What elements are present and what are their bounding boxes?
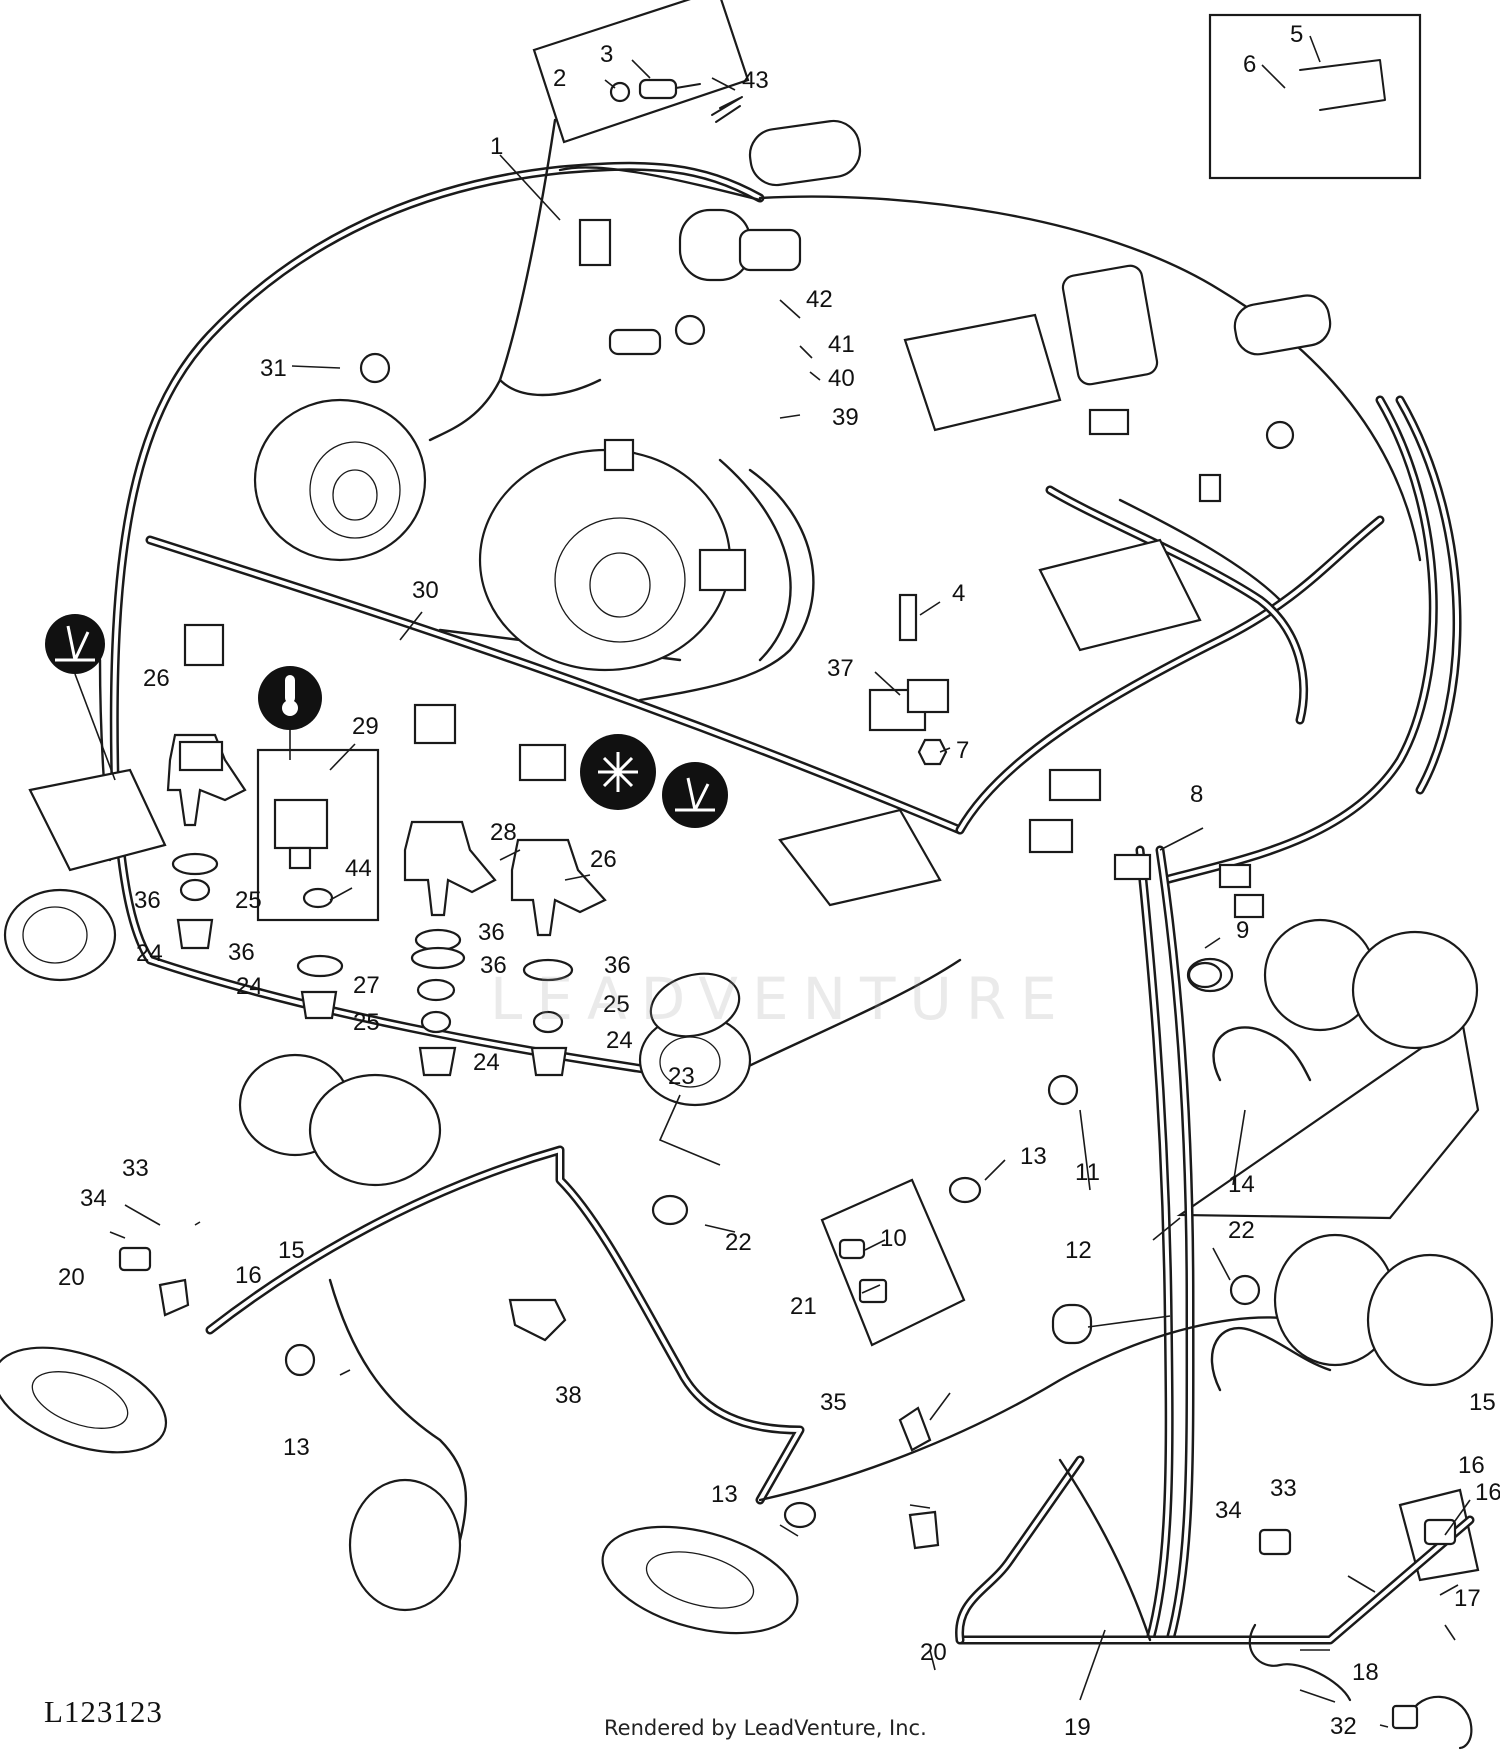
callout-1: 1 — [490, 133, 503, 160]
callout-25: 25 — [235, 887, 262, 914]
fan-symbol — [580, 734, 656, 810]
callout-10: 10 — [880, 1225, 907, 1252]
callout-39: 39 — [832, 404, 859, 431]
callout-35: 35 — [820, 1389, 847, 1416]
callout-14: 14 — [1228, 1171, 1255, 1198]
inset-box-bolt — [1398, 1488, 1480, 1582]
callout-26b: 26 — [590, 846, 617, 873]
callout-18: 18 — [1352, 1659, 1379, 1686]
callout-33b: 33 — [1270, 1475, 1297, 1502]
callout-34: 34 — [80, 1185, 107, 1212]
callout-32: 32 — [1330, 1713, 1357, 1740]
callout-7: 7 — [956, 737, 969, 764]
callout-26: 26 — [143, 665, 170, 692]
callout-25c: 25 — [603, 991, 630, 1018]
switch-hardware — [609, 78, 743, 123]
callout-28: 28 — [490, 819, 517, 846]
callout-38: 38 — [555, 1382, 582, 1409]
callout-30: 30 — [412, 577, 439, 604]
callout-22: 22 — [1228, 1217, 1255, 1244]
callout-24b: 24 — [236, 973, 263, 1000]
wiper-symbol — [45, 614, 116, 781]
switch-assemblies — [166, 733, 607, 1077]
callout-13c: 13 — [711, 1481, 738, 1508]
callout-44: 44 — [345, 855, 372, 882]
temperature-symbol — [258, 666, 322, 760]
drawing-number: L123123 — [44, 1694, 163, 1729]
roof-harness — [109, 118, 1462, 885]
inset-box-temperature-switch — [256, 748, 380, 922]
inset-box-headlight-right — [1176, 1018, 1480, 1220]
crossbar-connectors — [183, 438, 1074, 854]
callout-23: 23 — [668, 1063, 695, 1090]
callout-22b: 22 — [725, 1229, 752, 1256]
callout-43: 43 — [742, 67, 769, 94]
callout-20b: 20 — [920, 1639, 947, 1666]
render-credit: Rendered by LeadVenture, Inc. — [604, 1716, 927, 1740]
callout-20: 20 — [58, 1264, 85, 1291]
callout-21: 21 — [790, 1293, 817, 1320]
callout-2: 2 — [553, 65, 566, 92]
misc-hardware — [118, 961, 1473, 1750]
callout-41: 41 — [828, 331, 855, 358]
callout-40: 40 — [828, 365, 855, 392]
callout-34b: 34 — [1215, 1497, 1242, 1524]
callout-15b: 15 — [1469, 1389, 1496, 1416]
callout-37: 37 — [827, 655, 854, 682]
callout-11: 11 — [1075, 1159, 1100, 1186]
callout-9: 9 — [1236, 917, 1249, 944]
relay-assembly — [1299, 59, 1386, 111]
callout-19: 19 — [1064, 1714, 1091, 1741]
callout-8: 8 — [1190, 781, 1203, 808]
watermark: LEADVENTURE — [490, 965, 1071, 1033]
callout-12: 12 — [1065, 1237, 1092, 1264]
left-work-lights — [0, 768, 799, 1635]
cab-post-harness — [955, 845, 1475, 1645]
callout-36b: 36 — [228, 939, 255, 966]
inset-box-relay — [1208, 13, 1422, 180]
rear-lamp-harness — [205, 1145, 1302, 1542]
leader-lines — [109, 35, 1471, 1728]
upper-components — [253, 119, 1332, 993]
callout-29: 29 — [352, 713, 379, 740]
callout-24c: 24 — [473, 1049, 500, 1076]
callout-24d: 24 — [606, 1027, 633, 1054]
callout-36e: 36 — [604, 952, 631, 979]
callout-42: 42 — [806, 286, 833, 313]
inset-box-switch-hardware — [532, 0, 750, 144]
wiper-symbol-right — [662, 762, 728, 828]
callout-16c: 16 — [1475, 1479, 1500, 1506]
callout-36c: 36 — [478, 919, 505, 946]
right-work-lights — [1210, 918, 1494, 1392]
callout-31: 31 — [260, 355, 287, 382]
callout-17: 17 — [1454, 1585, 1481, 1612]
callout-25b: 25 — [353, 1009, 380, 1036]
callout-13b: 13 — [283, 1434, 310, 1461]
callout-36: 36 — [134, 887, 161, 914]
callout-16b: 16 — [1458, 1452, 1485, 1479]
callout-24: 24 — [136, 940, 163, 967]
callout-3: 3 — [600, 41, 613, 68]
callout-15: 15 — [278, 1237, 305, 1264]
callout-5: 5 — [1290, 21, 1303, 48]
callout-16: 16 — [235, 1262, 262, 1289]
inset-box-fuse — [820, 1178, 966, 1347]
callout-6: 6 — [1243, 51, 1256, 78]
callout-36d: 36 — [480, 952, 507, 979]
callout-labels: 1 2 3 43 5 6 31 42 41 40 39 4 37 7 30 26… — [58, 21, 1500, 1741]
callout-4: 4 — [952, 580, 965, 607]
callout-13: 13 — [1020, 1143, 1047, 1170]
callout-27: 27 — [353, 972, 380, 999]
callout-33: 33 — [122, 1155, 149, 1182]
